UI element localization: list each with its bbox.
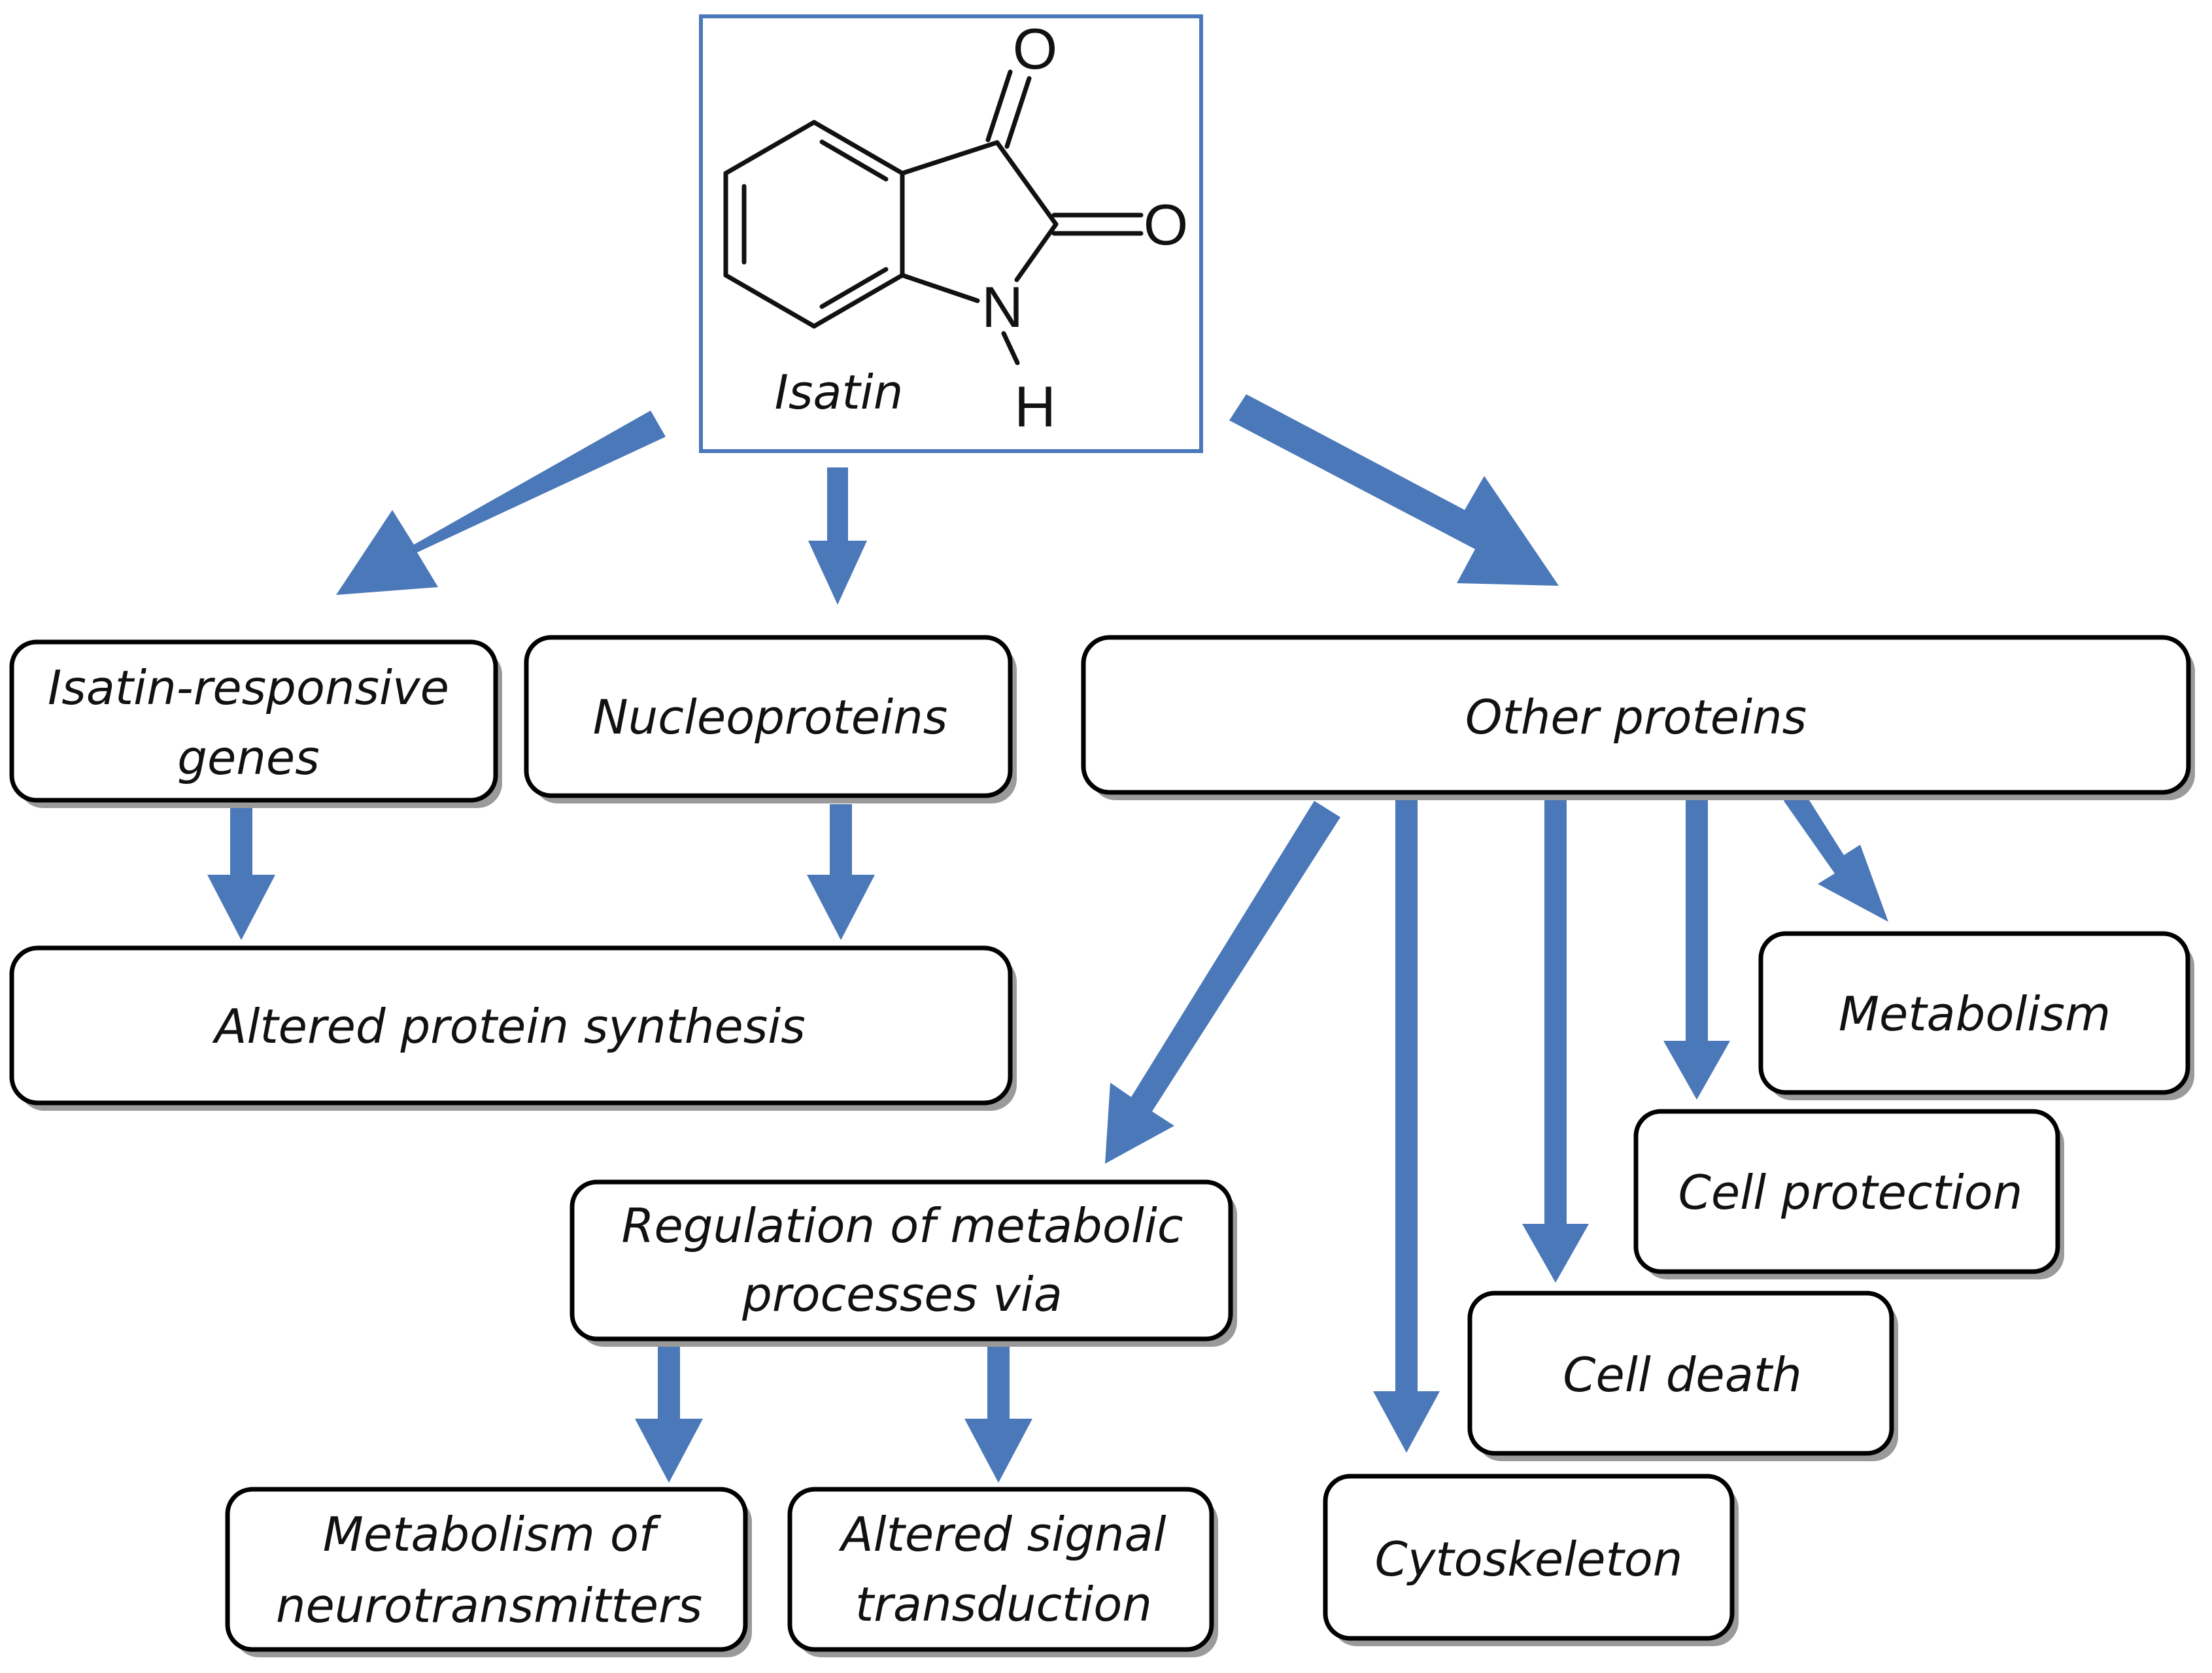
arrow-nucleoproteins-to-synthesis xyxy=(807,804,875,940)
arrow-other-to-cytoskeleton xyxy=(1373,794,1440,1453)
hydrogen-atom: H xyxy=(1014,374,1056,439)
isatin-responsive-genes-label-1: Isatin-responsive xyxy=(48,660,449,715)
arrow-isatin-to-genes xyxy=(336,411,666,595)
altered-signal-label-2: transduction xyxy=(855,1577,1152,1632)
arrow-regulation-to-neurotransmitters xyxy=(635,1347,703,1483)
metabolism-neurotransmitters-label-2: neurotransmitters xyxy=(276,1578,702,1633)
oxygen-right-atom: O xyxy=(1144,192,1188,257)
nucleoproteins-label: Nucleoproteins xyxy=(593,690,947,745)
arrow-regulation-to-signal xyxy=(964,1347,1032,1483)
arrow-isatin-to-nucleoproteins xyxy=(808,467,867,605)
arrow-other-to-cell-protection xyxy=(1663,794,1730,1100)
cell-death-label: Cell death xyxy=(1563,1347,1801,1402)
regulation-metabolic-label-2: processes via xyxy=(741,1267,1063,1322)
metabolism-neurotransmitters-label-1: Metabolism of xyxy=(323,1507,662,1562)
arrow-other-to-regulation xyxy=(1105,801,1340,1164)
regulation-metabolic-label-1: Regulation of metabolic xyxy=(621,1198,1183,1253)
box-cytoskeleton: Cytoskeleton xyxy=(1323,1474,1739,1646)
box-altered-signal: Altered signal transduction xyxy=(787,1487,1218,1657)
arrows xyxy=(207,394,1888,1483)
box-nucleoproteins: Nucleoproteins xyxy=(524,635,1017,803)
box-isatin-responsive-genes: Isatin-responsive genes xyxy=(9,639,502,808)
box-cell-protection: Cell protection xyxy=(1633,1109,2064,1279)
altered-protein-synthesis-label: Altered protein synthesis xyxy=(212,999,806,1054)
arrow-genes-to-synthesis xyxy=(207,804,275,940)
isatin-label: Isatin xyxy=(775,365,904,420)
box-other-proteins: Other proteins xyxy=(1081,635,2195,800)
oxygen-top-atom: O xyxy=(1013,16,1057,81)
isatin-responsive-genes-label-2: genes xyxy=(177,730,319,785)
box-cell-death: Cell death xyxy=(1467,1291,1898,1461)
box-regulation-metabolic: Regulation of metabolic processes via xyxy=(570,1179,1237,1347)
arrow-other-to-cell-death xyxy=(1522,794,1589,1283)
cell-protection-label: Cell protection xyxy=(1678,1165,2023,1220)
nitrogen-atom: N xyxy=(981,275,1023,339)
other-proteins-label: Other proteins xyxy=(1465,690,1807,745)
box-metabolism-neurotransmitters: Metabolism of neurotransmitters xyxy=(225,1487,752,1657)
isatin-structure: O O N H Isatin xyxy=(699,14,1203,453)
box-metabolism: Metabolism xyxy=(1758,931,2194,1100)
cytoskeleton-label: Cytoskeleton xyxy=(1375,1532,1683,1587)
box-altered-protein-synthesis: Altered protein synthesis xyxy=(9,945,1017,1111)
arrow-other-to-metabolism xyxy=(1784,788,1888,922)
metabolism-label: Metabolism xyxy=(1839,987,2111,1041)
altered-signal-label-1: Altered signal xyxy=(838,1507,1166,1562)
arrow-isatin-to-other-proteins xyxy=(1229,394,1559,586)
isatin-bonds xyxy=(723,69,1144,365)
